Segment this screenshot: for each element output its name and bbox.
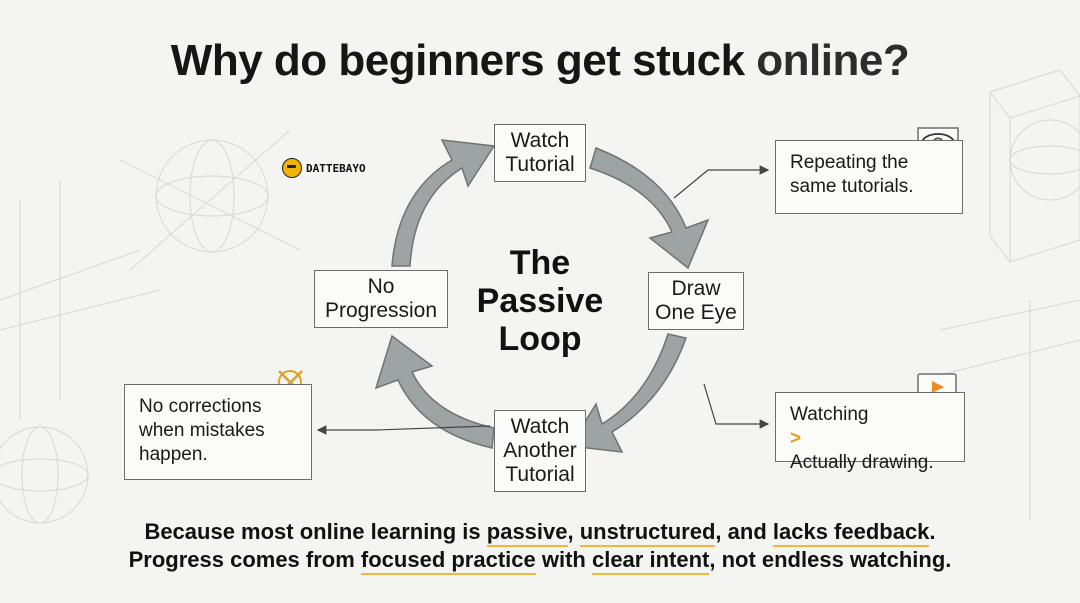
note-watching: Watching > Actually drawing.: [775, 392, 965, 473]
page-title: Why do beginners get stuck online?: [170, 36, 910, 85]
note-repeating: Repeating the same tutorials.: [775, 140, 963, 214]
connector-repeating: [673, 165, 770, 199]
note-no-corrections: No corrections when mistakes happen.: [124, 384, 312, 480]
brand-logo: DATTEBAYO: [282, 158, 366, 178]
brand-mascot-icon: [282, 158, 302, 178]
greater-than-symbol: >: [790, 428, 802, 449]
center-label: The Passive Loop: [476, 244, 604, 358]
cycle-arrow-1: [589, 147, 710, 270]
connector-no-corrections: [316, 425, 491, 435]
footer-line-2: Progress comes from focused practice wit…: [0, 546, 1080, 575]
brand-name: DATTEBAYO: [306, 161, 366, 175]
footer-line-1: Because most online learning is passive,…: [0, 518, 1080, 547]
cycle-arrow-3: [374, 334, 495, 449]
footer-summary: Because most online learning is passive,…: [0, 518, 1080, 575]
title-accent: online?: [756, 36, 910, 85]
connector-watching: [703, 383, 770, 429]
